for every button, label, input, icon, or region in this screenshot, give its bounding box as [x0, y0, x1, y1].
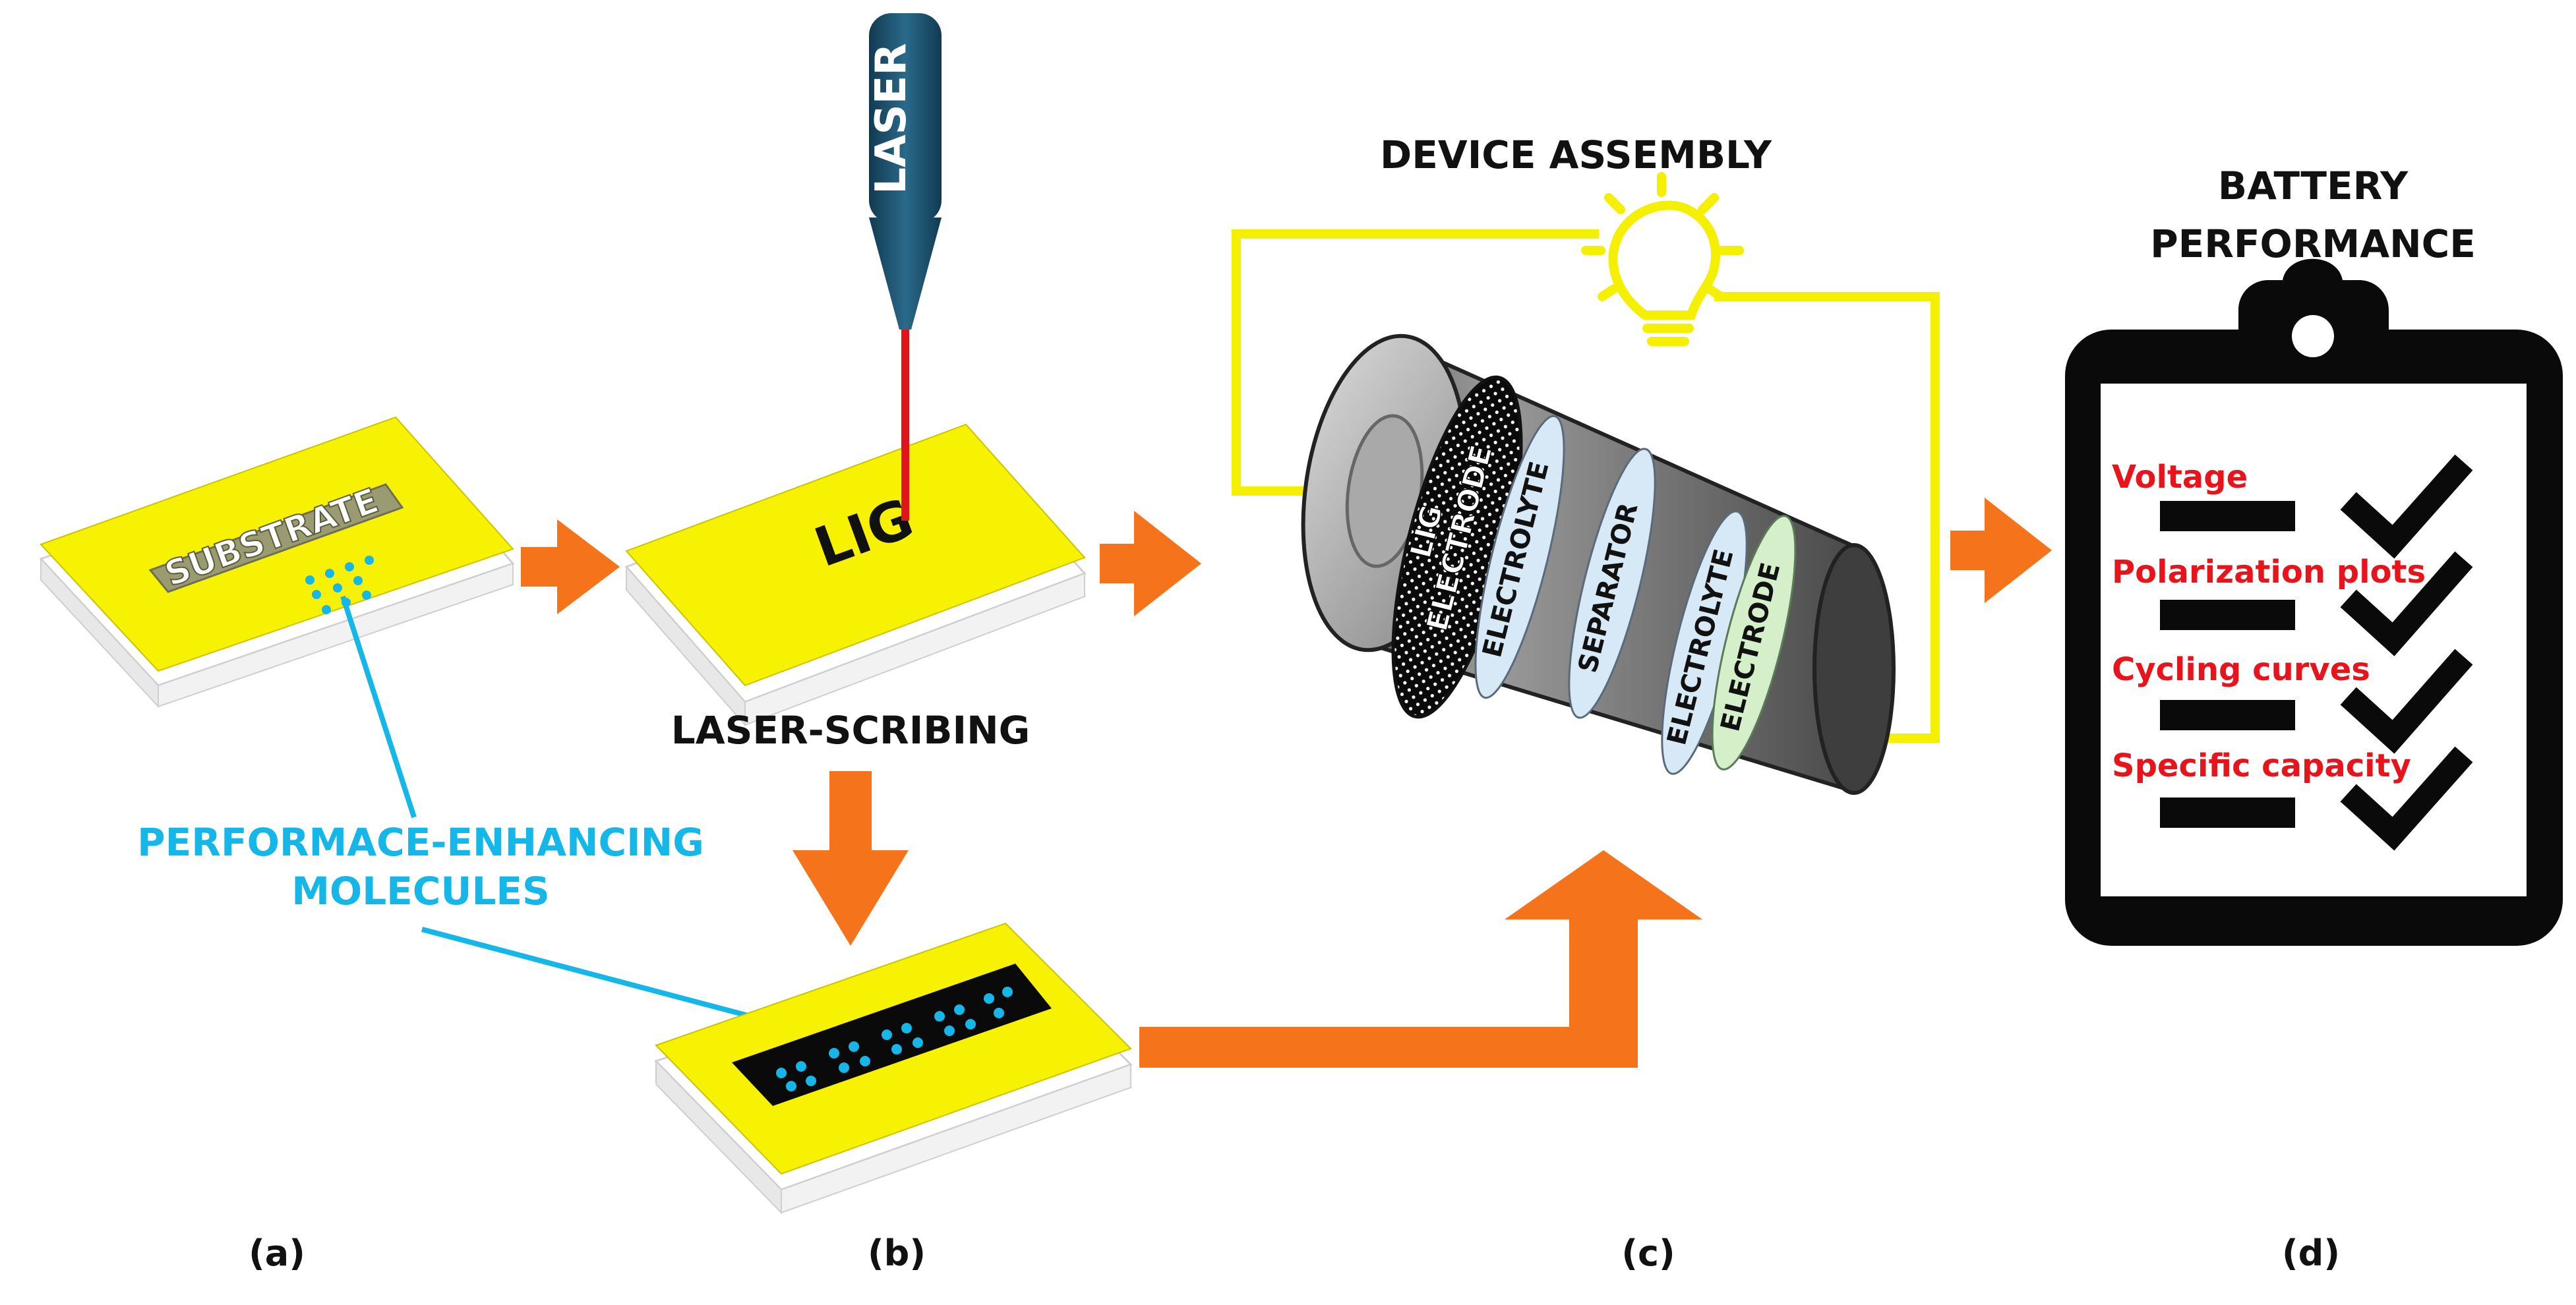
laser-label: LASER	[867, 43, 916, 194]
checklist-bar	[2160, 501, 2295, 531]
arrow-b-to-c	[1100, 511, 1201, 616]
check-icon	[2340, 746, 2473, 851]
lightbulb-icon	[1581, 172, 1744, 346]
circuit-wire	[1232, 229, 1940, 743]
checklist-bar	[2160, 798, 2295, 828]
laser-scribing-label: LASER-SCRIBING	[671, 708, 1031, 753]
callout-label-line2: MOLECULES	[291, 869, 550, 914]
panel-a: SUBSTRATE PERFORMACE-ENHANCING MOLECULES…	[39, 416, 872, 1274]
checklist-label: Cycling curves	[2112, 651, 2370, 688]
molecule-dots-b	[776, 987, 1013, 1091]
check-icon	[2340, 551, 2473, 656]
arrow-c-to-d	[1950, 498, 2052, 603]
callout-label-line1: PERFORMACE-ENHANCING	[137, 820, 704, 865]
arrow-to-assembly	[1139, 850, 1702, 1068]
check-icon	[2340, 649, 2473, 754]
clipboard-icon	[2065, 258, 2563, 946]
caption-b: (b)	[868, 1232, 926, 1274]
checklist-bar	[2160, 600, 2295, 630]
battery-performance-title-line1: BATTERY	[2218, 163, 2409, 208]
substrate-plate	[39, 416, 515, 709]
laser-tool: LASER	[867, 13, 942, 330]
caption-d: (d)	[2282, 1232, 2340, 1274]
scribed-plate	[654, 922, 1133, 1215]
battery-layers	[1391, 375, 1797, 775]
electrolyte-layer-1	[1474, 415, 1565, 699]
checklist-item: Cycling curves	[2112, 649, 2473, 754]
checklist-label: Voltage	[2112, 459, 2248, 496]
check-icon	[2340, 454, 2473, 559]
arrow-b-down	[793, 771, 909, 946]
checklist-bar	[2160, 700, 2295, 730]
checklist-item: Polarization plots	[2112, 551, 2473, 656]
callout-line-a	[340, 595, 417, 819]
lig-plate	[624, 423, 1087, 727]
caption-a: (a)	[249, 1232, 305, 1274]
electrode-layer	[1711, 515, 1797, 770]
separator-layer	[1568, 448, 1656, 719]
checklist-label: Polarization plots	[2112, 554, 2426, 591]
checklist: Voltage Polarization plots Cycling curve…	[2112, 454, 2473, 851]
caption-c: (c)	[1621, 1232, 1675, 1274]
device-assembly-title: DEVICE ASSEMBLY	[1380, 132, 1772, 177]
arrow-a-to-b	[521, 519, 620, 614]
checklist-item: Specific capacity	[2112, 746, 2473, 851]
checklist-label: Specific capacity	[2112, 747, 2411, 784]
checklist-item: Voltage	[2112, 454, 2473, 559]
panel-c: DEVICE ASSEMBLY	[1232, 132, 1940, 1274]
panel-b: LIG LASER LASER-SCRIBING (b)	[624, 13, 1133, 1274]
battery-performance-title-line2: PERFORMANCE	[2150, 221, 2476, 266]
panel-d: BATTERY PERFORMANCE Voltage Polarization…	[2065, 163, 2563, 1274]
